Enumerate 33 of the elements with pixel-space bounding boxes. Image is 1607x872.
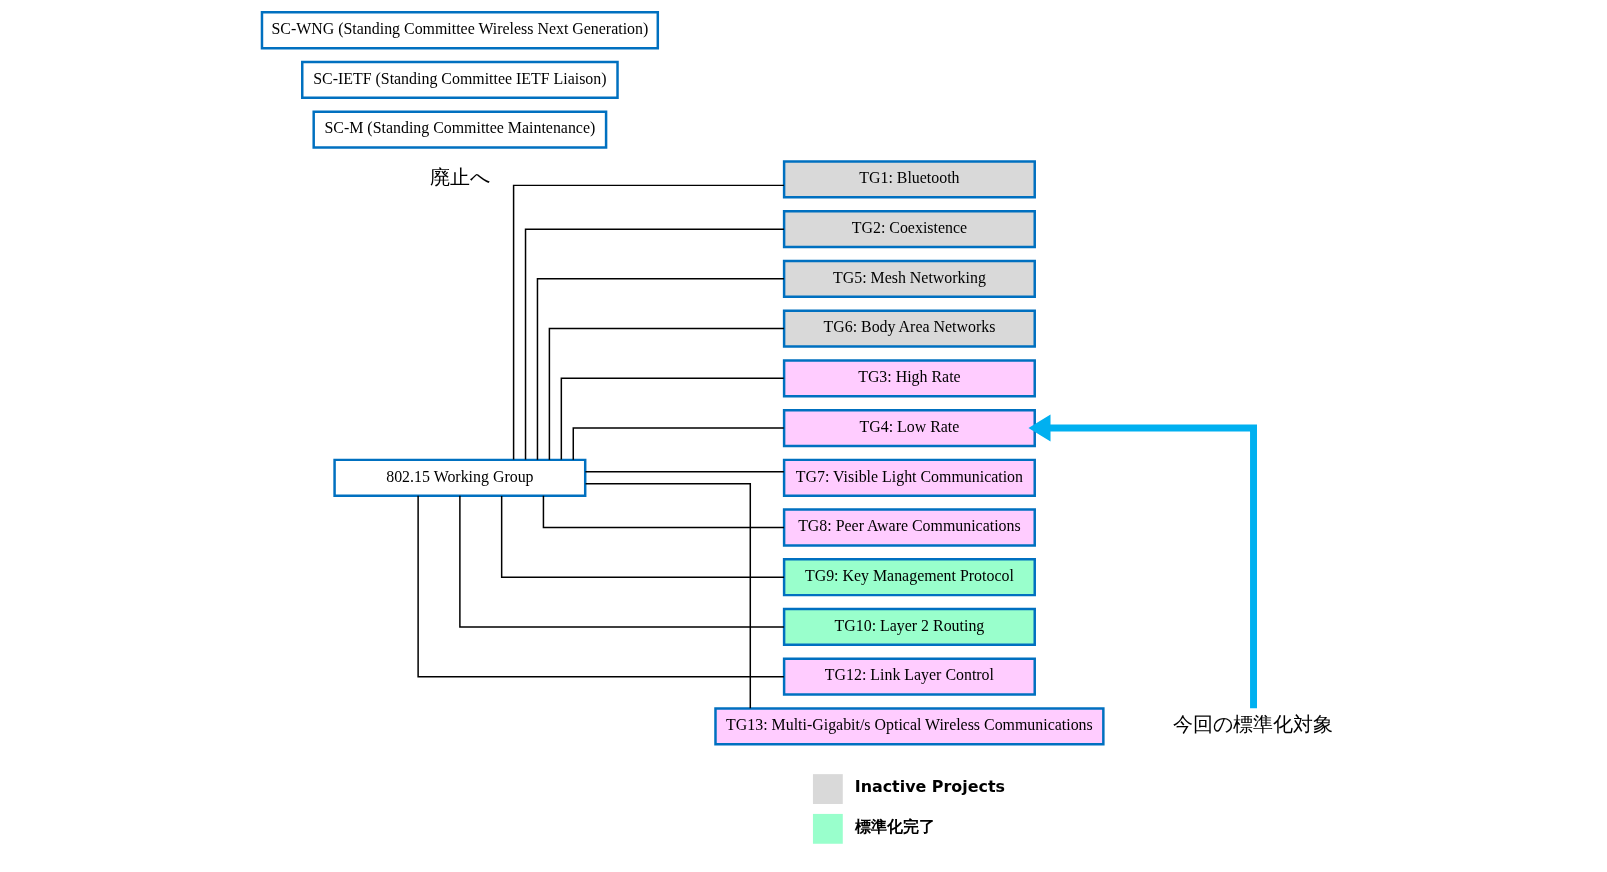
connector — [459, 495, 785, 628]
node-box: TG9: Key Management Protocol — [782, 558, 1036, 597]
connector — [548, 327, 785, 461]
node-box: TG3: High Rate — [782, 359, 1036, 398]
node-box: SC-IETF (Standing Committee IETF Liaison) — [301, 60, 619, 100]
connector — [417, 495, 785, 678]
arrow — [1028, 414, 1257, 709]
connector — [536, 278, 785, 461]
connector — [512, 184, 785, 461]
connector — [542, 494, 785, 529]
node-box: TG2: Coexistence — [782, 210, 1036, 249]
node-box: TG4: Low Rate — [782, 408, 1036, 448]
legend-label: 標準化完了 — [854, 816, 935, 836]
node-box: TG5: Mesh Networking — [782, 259, 1036, 298]
node-box: TG1: Bluetooth — [782, 160, 1036, 199]
connector — [584, 483, 752, 709]
connector — [500, 495, 785, 578]
node-box: SC-WNG (Standing Committee Wireless Next Generation) — [260, 11, 660, 50]
connector — [584, 471, 785, 473]
node-box: TG8: Peer Aware Communications — [782, 508, 1036, 547]
node-box: TG12: Link Layer Control — [782, 657, 1036, 696]
node-box: TG13: Multi-Gigabit/s Optical Wireless Communications — [714, 707, 1105, 746]
node-box: TG10: Layer 2 Routing — [782, 607, 1036, 647]
node-box: SC-M (Standing Committee Maintenance) — [312, 110, 608, 149]
connector — [524, 228, 785, 461]
node-text: 今回の標準化対象 — [1173, 713, 1334, 737]
node-box: TG7: Visible Light Communication — [782, 458, 1036, 497]
connector — [572, 427, 785, 461]
label: 廃止へ — [429, 166, 490, 190]
connector — [560, 377, 785, 461]
node-box: TG6: Body Area Networks — [782, 309, 1036, 348]
legend-label: Inactive Projects — [854, 776, 1006, 796]
node-box: 802.15 Working Group — [333, 458, 587, 497]
